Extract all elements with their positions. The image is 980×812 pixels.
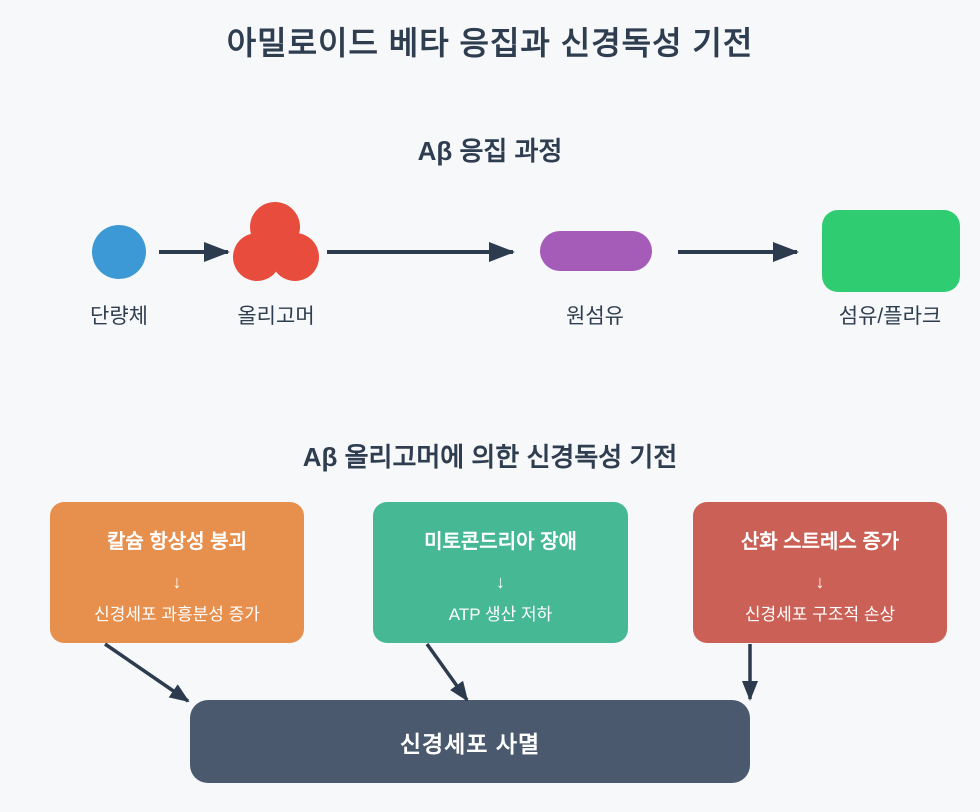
oxidative-card-effect: 신경세포 구조적 손상 — [744, 605, 896, 624]
oligomer-circle-bottom-right — [271, 233, 319, 281]
mitochondria-card-effect: ATP 생산 저하 — [448, 605, 553, 624]
down-arrow-glyph: ↓ — [172, 572, 182, 592]
oligomer-label: 올리고머 — [237, 305, 315, 328]
arrow-calcium-to-death — [104, 642, 190, 703]
fibril-plaque-shape — [822, 210, 960, 292]
mitochondria-card-title: 미토콘드리아 장애 — [424, 531, 577, 553]
down-arrow-glyph: ↓ — [496, 572, 505, 592]
calcium-mechanism-card: 칼슘 항상성 붕괴 ↓ 신경세포 과흥분성 증가 — [50, 502, 304, 643]
protofibril-label: 원섬유 — [566, 305, 624, 328]
neuronal-death-label: 신경세포 사멸 — [399, 730, 541, 757]
page-title: 아밀로이드 베타 응집과 신경독성 기전 — [226, 25, 754, 61]
calcium-card-title: 칼슘 항상성 붕괴 — [107, 531, 247, 553]
oxidative-stress-mechanism-card: 산화 스트레스 증가 ↓ 신경세포 구조적 손상 — [693, 502, 947, 643]
aggregation-heading: Aβ 응집 과정 — [417, 136, 563, 166]
mitochondria-mechanism-card: 미토콘드리아 장애 ↓ ATP 생산 저하 — [373, 502, 628, 643]
protofibril-shape — [540, 231, 652, 271]
down-arrow-glyph: ↓ — [815, 572, 825, 592]
monomer-label: 단량체 — [90, 305, 148, 328]
neuronal-death-box: 신경세포 사멸 — [190, 700, 750, 783]
arrow-mitochondria-to-death — [425, 642, 469, 702]
monomer-shape — [92, 225, 146, 279]
toxicity-heading: Aβ 올리고머에 의한 신경독성 기전 — [302, 442, 678, 472]
oxidative-card-title: 산화 스트레스 증가 — [740, 531, 900, 553]
fibril-plaque-label: 섬유/플라크 — [838, 305, 942, 328]
calcium-card-effect: 신경세포 과흥분성 증가 — [94, 605, 260, 624]
